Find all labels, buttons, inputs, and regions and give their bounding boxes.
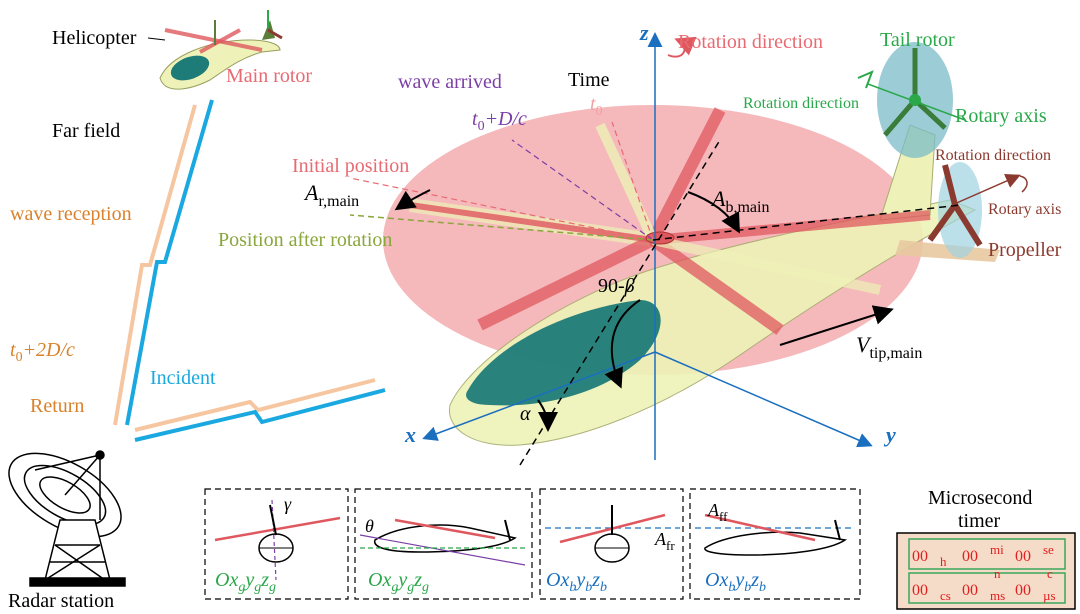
time-dashed xyxy=(611,121,654,241)
main-rotor-blades xyxy=(409,107,931,335)
far-field-label: Far field xyxy=(52,120,120,142)
prop-rotary-axis-label: Rotary axis xyxy=(988,201,1061,218)
timer-minutes-unit-b: n xyxy=(994,566,1001,581)
wave-reception-line xyxy=(113,104,197,426)
incident-line-lower xyxy=(134,388,386,442)
prop-rotation-arc xyxy=(1019,175,1028,193)
v-tip-arrow xyxy=(779,305,894,346)
timer-seconds-value: 00 xyxy=(1015,548,1031,565)
helicopter-icon xyxy=(159,10,283,90)
body-longitudinal-dashed xyxy=(519,139,721,466)
prop-rotation-direction-label: Rotation direction xyxy=(935,147,1051,164)
body-tail-dashed xyxy=(652,204,961,241)
initial-position-dashed xyxy=(349,177,654,241)
a-ff-label: Aff xyxy=(707,500,728,524)
inset-panel-3 xyxy=(539,488,684,600)
initial-position-label: Initial position xyxy=(292,155,409,177)
time-label: Time xyxy=(568,69,610,91)
return-line xyxy=(134,378,376,432)
y-axis-label: y xyxy=(883,422,896,447)
alpha-label: α xyxy=(520,403,531,425)
a-b-main-arc xyxy=(687,191,740,234)
incident-label: Incident xyxy=(150,367,216,389)
timer-milliseconds-value: 00 xyxy=(962,582,978,599)
timer-row-2 xyxy=(908,572,1066,604)
wave-arrived-label: wave arrived xyxy=(398,71,502,93)
t0-2dc-label: t0+2D/c xyxy=(10,339,75,365)
z-axis-label: z xyxy=(639,20,649,45)
tail-rotation-arrow xyxy=(857,70,874,89)
timer-microseconds-unit: µs xyxy=(1043,588,1056,603)
timer-hours-value: 00 xyxy=(912,548,928,565)
t0-dc-label: t0+D/c xyxy=(472,108,527,134)
tail-rotation-direction-label: Rotation direction xyxy=(743,95,859,112)
inset-panel-4 xyxy=(689,488,861,600)
timer-seconds-unit-a: se xyxy=(1043,542,1054,557)
tail-rotary-axis-label: Rotary axis xyxy=(955,105,1047,127)
wave-arrived-dashed xyxy=(511,139,654,241)
timer-hours-unit: h xyxy=(940,554,947,569)
gamma-label: γ xyxy=(284,494,292,514)
y-axis xyxy=(654,351,873,448)
inset-panel-1 xyxy=(204,488,349,600)
timer-centiseconds-value: 00 xyxy=(912,582,928,599)
return-label: Return xyxy=(30,395,84,417)
v-tip-main-label: Vtip,main xyxy=(856,332,922,362)
timer-seconds-unit-b: c xyxy=(1047,566,1053,581)
helicopter-label: Helicopter xyxy=(52,27,137,49)
theta-label: θ xyxy=(365,516,374,536)
main-rotor-label: Main rotor xyxy=(226,65,312,87)
frame-g-label-1: Oxgygzg xyxy=(215,569,276,595)
rotation-direction-label: Rotation direction xyxy=(678,31,823,53)
t0-label: t0 xyxy=(590,93,603,119)
inset-panel-2 xyxy=(354,488,533,600)
propeller-label: Propeller xyxy=(988,239,1062,261)
a-r-main-arrow xyxy=(394,189,431,211)
x-axis-label: x xyxy=(404,422,416,447)
prop-rotary-axis-arrow xyxy=(951,173,1021,206)
helicopter-pointer xyxy=(147,37,166,41)
frame-b-label-1: Oxbybzb xyxy=(546,569,607,595)
ninety-beta-label: 90-β xyxy=(598,275,635,297)
tail-rotor-blades xyxy=(883,48,947,137)
wave-reception-label: wave reception xyxy=(10,203,132,225)
alpha-arc xyxy=(537,399,558,432)
timer-microseconds-value: 00 xyxy=(1015,582,1031,599)
radar-station-label: Radar station xyxy=(8,590,114,612)
frame-g-label-2: Oxgygzg xyxy=(368,569,429,595)
radar-dish-icon xyxy=(8,450,126,587)
frame-b-label-2: Oxbybzb xyxy=(705,569,766,595)
timer-minutes-value: 00 xyxy=(962,548,978,565)
timer-title-line1: Microsecond xyxy=(928,487,1032,509)
tail-rotary-axis-line xyxy=(867,83,966,121)
timer-centiseconds-unit: cs xyxy=(940,588,951,603)
timer-milliseconds-unit: ms xyxy=(990,588,1005,603)
position-after-rotation-dashed xyxy=(349,214,654,241)
propeller-blades xyxy=(927,164,983,247)
timer-minutes-unit-a: mi xyxy=(990,542,1004,557)
incident-line xyxy=(125,99,214,426)
position-after-rotation-label: Position after rotation xyxy=(218,229,392,251)
tail-fin xyxy=(895,240,1000,262)
a-fr-label: Afr xyxy=(654,529,675,553)
a-r-main-label: Ar,main xyxy=(303,180,359,210)
x-axis xyxy=(422,351,656,441)
tail-rotor-label: Tail rotor xyxy=(880,29,955,51)
rotation-direction-arrow xyxy=(667,36,697,58)
timer-row-1 xyxy=(908,538,1066,570)
timer-title-line2: timer xyxy=(958,510,1001,532)
ninety-beta-arc xyxy=(604,299,641,389)
